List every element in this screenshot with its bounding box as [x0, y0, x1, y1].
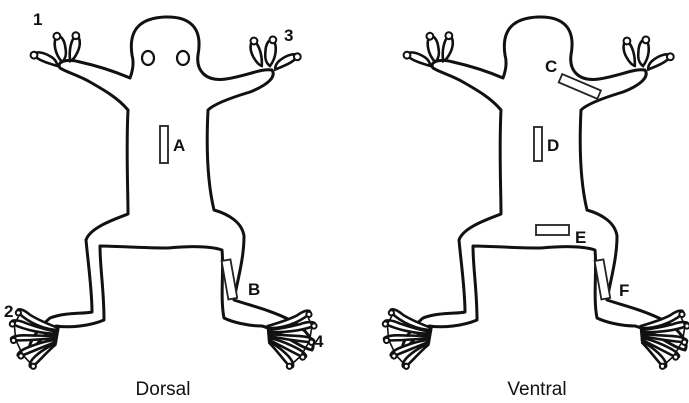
- site-a-box: [160, 126, 168, 163]
- dorsal-left-eye: [142, 51, 154, 65]
- dorsal-right-hand: [245, 31, 304, 75]
- site-e-label: E: [575, 228, 586, 247]
- ventral-caption: Ventral: [507, 379, 566, 400]
- site-c-label: C: [545, 57, 557, 76]
- site-d-box: [534, 127, 542, 161]
- site-d-label: D: [547, 136, 559, 155]
- toe-4-label: 4: [314, 332, 324, 351]
- ventral-right-hand: [618, 31, 677, 75]
- site-b-label: B: [248, 280, 260, 299]
- dorsal-right-eye: [177, 51, 189, 65]
- site-f-label: F: [619, 281, 629, 300]
- dorsal-frog: A B 1 2 3 4 Dorsal: [3, 10, 324, 400]
- toe-2-label: 2: [4, 302, 13, 321]
- toe-1-label: 1: [33, 10, 42, 29]
- site-e-box: [536, 225, 569, 235]
- toe-3-label: 3: [284, 26, 293, 45]
- ventral-frog: C D E F Ventral: [376, 17, 689, 400]
- dorsal-caption: Dorsal: [136, 379, 191, 400]
- site-a-label: A: [173, 136, 185, 155]
